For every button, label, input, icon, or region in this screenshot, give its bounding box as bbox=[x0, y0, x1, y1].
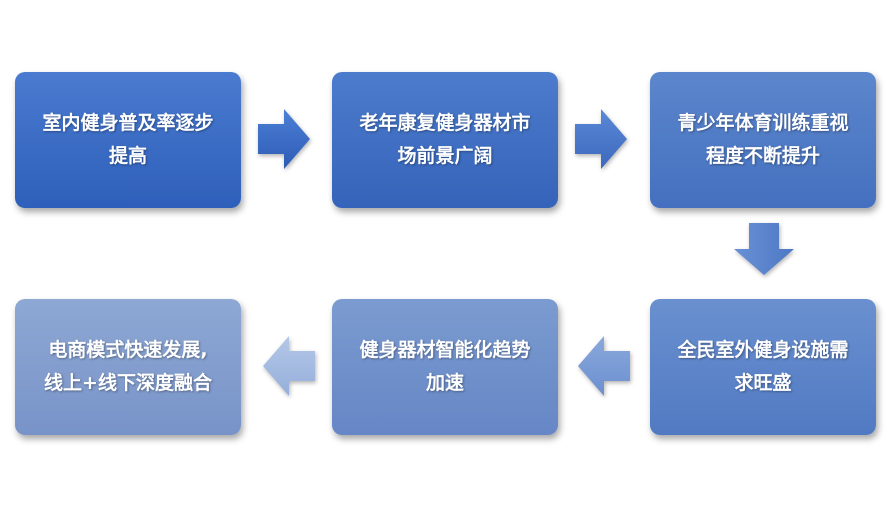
step-4-line1: 全民室外健身设施需 bbox=[677, 339, 849, 361]
step-5-box: 健身器材智能化趋势 加速 bbox=[332, 299, 558, 435]
step-1-line1: 室内健身普及率逐步 bbox=[42, 112, 214, 134]
step-2-text: 老年康复健身器材市 场前景广阔 bbox=[359, 107, 530, 173]
step-1-line2: 提高 bbox=[108, 145, 147, 167]
arrow-left-icon bbox=[578, 336, 630, 396]
step-6-line2: 线上+线下深度融合 bbox=[44, 372, 212, 394]
step-6-text: 电商模式快速发展, 线上+线下深度融合 bbox=[44, 334, 212, 400]
step-1-text: 室内健身普及率逐步 提高 bbox=[42, 107, 213, 173]
step-3-text: 青少年体育训练重视 程度不断提升 bbox=[677, 107, 848, 173]
step-4-line2: 求旺盛 bbox=[734, 372, 792, 394]
arrow-right-icon bbox=[258, 109, 310, 169]
step-2-line2: 场前景广阔 bbox=[397, 145, 493, 167]
step-4-box: 全民室外健身设施需 求旺盛 bbox=[650, 299, 876, 435]
step-6-line1: 电商模式快速发展, bbox=[48, 339, 208, 361]
step-4-text: 全民室外健身设施需 求旺盛 bbox=[677, 334, 848, 400]
arrow-left-icon bbox=[263, 336, 315, 396]
arrow-right-icon bbox=[575, 109, 627, 169]
step-2-box: 老年康复健身器材市 场前景广阔 bbox=[332, 72, 558, 208]
step-3-line1: 青少年体育训练重视 bbox=[677, 112, 849, 134]
arrow-down-icon bbox=[734, 223, 794, 275]
step-3-line2: 程度不断提升 bbox=[705, 145, 820, 167]
step-1-box: 室内健身普及率逐步 提高 bbox=[15, 72, 241, 208]
step-2-line1: 老年康复健身器材市 bbox=[359, 112, 531, 134]
step-6-box: 电商模式快速发展, 线上+线下深度融合 bbox=[15, 299, 241, 435]
step-3-box: 青少年体育训练重视 程度不断提升 bbox=[650, 72, 876, 208]
step-5-line2: 加速 bbox=[425, 372, 464, 394]
step-5-text: 健身器材智能化趋势 加速 bbox=[359, 334, 530, 400]
step-5-line1: 健身器材智能化趋势 bbox=[359, 339, 531, 361]
